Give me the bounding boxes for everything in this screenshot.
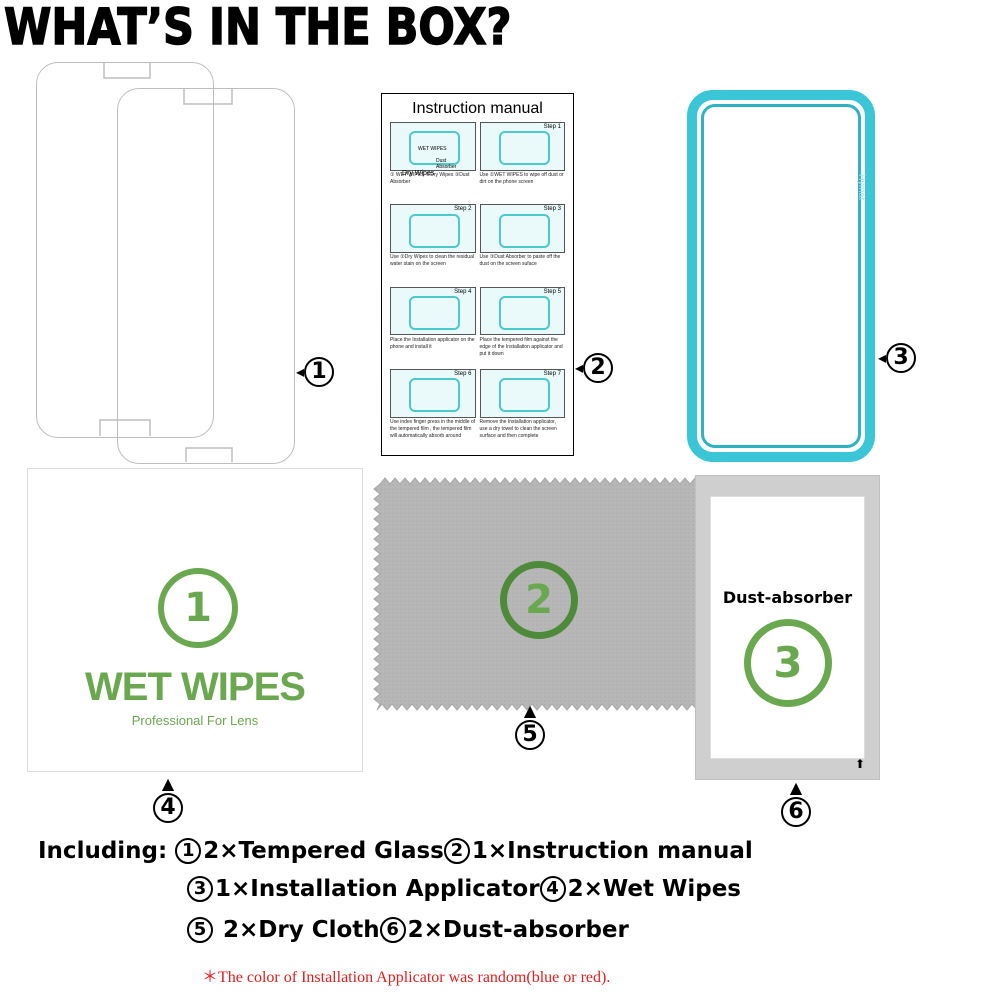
including-item: 2×Wet Wipes <box>567 876 741 902</box>
including-lead: Including: <box>38 838 168 864</box>
manual-step-illustration <box>390 204 476 254</box>
tempered-glass-back <box>36 62 214 438</box>
manual-step-illustration <box>479 204 565 254</box>
number-circle-icon: 2 <box>583 352 614 383</box>
callout-glass: ◂1 <box>296 356 335 387</box>
manual-step-label: Step 3 <box>543 206 561 213</box>
including-item: 1×Instruction manual <box>471 838 753 864</box>
wipes-number: 1 <box>184 585 212 631</box>
number-circle-icon: 4 <box>539 876 566 902</box>
number-circle-icon: 3 <box>187 876 213 902</box>
manual-step-label: Step 5 <box>543 288 561 295</box>
manual-step-text: Remove the Installation applicator, use … <box>479 418 557 439</box>
wet-wipes-pack: 1 WET WIPES Professional For Lens <box>27 468 363 772</box>
arrow-up-icon: ▲ <box>523 701 537 720</box>
arrow-left-icon: ◂ <box>878 348 887 367</box>
manual-step-cell: Step 7 Remove the Installation applicator… <box>479 368 565 447</box>
number-circle-icon: 4 <box>153 792 183 823</box>
manual-steps-grid: ① WET WIPES ②Dry Wipes ③Dust Absorber St… <box>390 122 565 447</box>
manual-step-text: Place the Installation applicator on the… <box>390 336 475 350</box>
manual-kit-wet-label: WET WIPES <box>418 146 447 152</box>
callout-wipes: ▲4 <box>148 776 188 823</box>
manual-step-text: Place the tempered film against the edge… <box>479 336 563 357</box>
arrow-up-icon: ▲ <box>789 778 803 797</box>
manual-step-illustration <box>390 122 476 171</box>
manual-step-cell: ① WET WIPES ②Dry Wipes ③Dust Absorber <box>390 122 476 200</box>
tempered-glass-front <box>117 88 295 464</box>
page-title: WHAT’S IN THE BOX? <box>3 0 512 57</box>
manual-kit-dry-label: Dry Wipes <box>402 170 435 177</box>
manual-step-cell: Step 2 Use ②Dry Wipes to clean the residu… <box>390 204 476 282</box>
manual-step-text: Use ②Dry Wipes to clean the residual wat… <box>390 254 474 268</box>
including-item: 2×Dry Cloth <box>215 917 380 943</box>
manual-step-illustration <box>390 368 476 418</box>
arrow-up-small-icon: ⬆ <box>854 757 865 771</box>
manual-step-label: Step 4 <box>454 288 472 295</box>
manual-step-cell: Step 4 Place the Installation applicator … <box>390 286 476 365</box>
manual-title: Instruction manual <box>412 100 543 117</box>
manual-kit-labels: WET WIPES Dust Absorber Dry Wipes <box>396 138 466 188</box>
including-item: 2×Dust-absorber <box>407 917 629 943</box>
glass-notch-marks <box>99 62 233 462</box>
callout-applicator: ◂3 <box>878 342 917 373</box>
applicator-inner-edge <box>701 104 861 448</box>
absorber-number: 3 <box>773 638 803 687</box>
installation-applicator: Hymat <box>687 90 875 462</box>
number-circle-icon: 1 <box>304 356 335 387</box>
absorber-label: Dust-absorber <box>722 588 853 607</box>
dust-absorber: Dust-absorber 3 ⬆ <box>695 475 880 780</box>
arrow-left-icon: ◂ <box>575 358 584 377</box>
including-item: 2×Tempered Glass <box>203 838 444 864</box>
manual-step-text: Use ①WET WIPES to wipe off dust or dirt … <box>479 172 564 186</box>
number-circle-icon: 6 <box>379 917 406 943</box>
number-circle-icon: 5 <box>515 719 545 750</box>
arrow-left-icon: ◂ <box>296 362 305 381</box>
manual-kit-dust-label: Dust Absorber <box>436 158 457 170</box>
manual-step-label: Step 1 <box>543 124 561 130</box>
wipes-number-circle: 1 <box>158 568 238 648</box>
color-note: ＊The color of Installation Applicator wa… <box>202 969 611 986</box>
cloth-number-circle: 2 <box>500 561 578 639</box>
cloth-number: 2 <box>525 577 553 623</box>
arrow-up-icon: ▲ <box>161 774 175 793</box>
manual-step-illustration <box>479 122 565 171</box>
callout-cloth: ▲5 <box>510 703 550 750</box>
manual-step-text: Use index finger press in the middle of … <box>390 418 476 439</box>
applicator-brand: Hymat <box>857 173 867 200</box>
number-circle-icon: 5 <box>187 917 213 943</box>
absorber-number-circle: 3 <box>744 619 832 707</box>
wipes-title: WET WIPES <box>85 665 306 709</box>
manual-step-text: Use ③Dust Absorber to paste off the dust… <box>479 254 561 268</box>
manual-step-text: ① WET WIPES ②Dry Wipes ③Dust Absorber <box>390 172 470 186</box>
manual-step-illustration <box>390 286 476 336</box>
including-item: 1×Installation Applicator <box>215 876 540 902</box>
manual-step-cell: Step 6 Use index finger press in the midd… <box>390 368 476 447</box>
number-circle-icon: 2 <box>443 838 470 864</box>
manual-step-illustration <box>479 286 565 336</box>
manual-step-cell: Step 5 Place the tempered film against th… <box>479 286 565 365</box>
callout-absorber: ▲6 <box>776 780 816 827</box>
callout-manual: ◂2 <box>575 352 614 383</box>
manual-step-label: Step 2 <box>454 206 472 213</box>
instruction-manual: Instruction manual ① WET WIPES ②Dry Wipe… <box>381 93 574 456</box>
manual-step-cell: Step 3 Use ③Dust Absorber to paste off th… <box>479 204 565 282</box>
number-circle-icon: 6 <box>781 796 811 827</box>
number-circle-icon: 3 <box>886 342 917 373</box>
number-circle-icon: 1 <box>175 838 202 864</box>
manual-step-label: Step 7 <box>543 370 561 377</box>
wipes-subtitle: Professional For Lens <box>131 713 259 728</box>
manual-step-label: Step 6 <box>454 370 472 377</box>
manual-step-illustration <box>479 368 565 418</box>
manual-step-cell: Step 1 Use ①WET WIPES to wipe off dust or… <box>479 122 565 200</box>
